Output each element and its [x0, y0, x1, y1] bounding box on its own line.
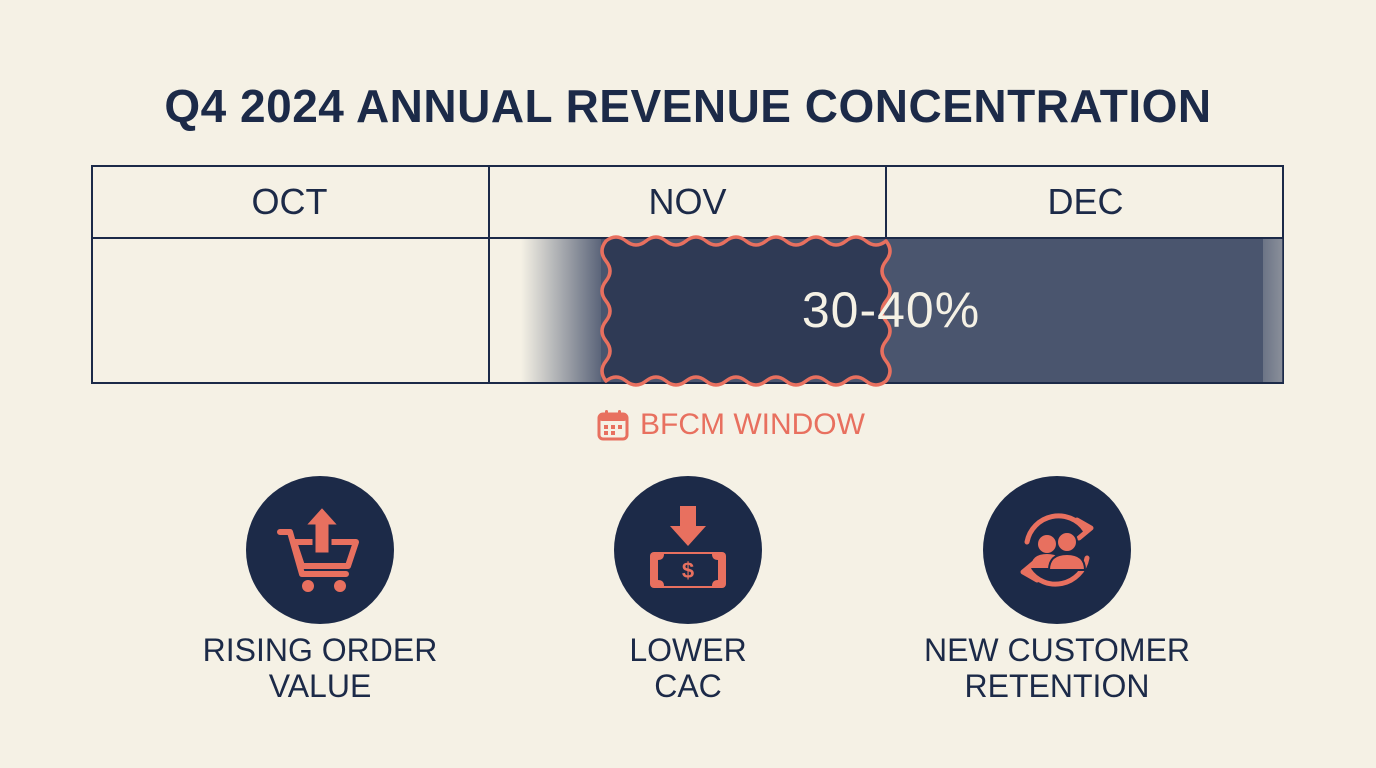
cart-up-arrow-icon: [277, 503, 359, 592]
month-oct: OCT: [251, 181, 328, 222]
driver-new-customer-retention: NEW CUSTOMER RETENTION: [907, 476, 1207, 704]
month-nov: NOV: [648, 181, 727, 222]
divider-nov-dec: [885, 165, 887, 239]
svg-text:$: $: [682, 558, 694, 583]
bfcm-window-caption: BFCM WINDOW: [596, 408, 865, 442]
page-title: Q4 2024 ANNUAL REVENUE CONCENTRATION: [164, 80, 1212, 132]
peak-share-label: 30-40%: [801, 282, 981, 338]
bfcm-window-label: BFCM WINDOW: [640, 408, 865, 441]
money-down-arrow-icon: $: [650, 506, 726, 588]
driver-rising-order-value: RISING ORDER VALUE: [170, 476, 470, 704]
driver-label: RISING ORDER VALUE: [202, 632, 438, 704]
bfcm-window-highlight: [600, 235, 892, 387]
driver-icon-circle: [246, 476, 394, 624]
band-fade-left: [521, 239, 601, 382]
divider-oct-nov: [488, 165, 490, 384]
driver-lower-cac: $ LOWER CAC: [538, 476, 838, 704]
q4-timeline: OCT NOV DEC 30-40%: [91, 165, 1284, 387]
calendar-icon: [597, 410, 629, 441]
driver-label: LOWER CAC: [629, 632, 747, 704]
users-cycle-icon: [1020, 513, 1094, 587]
timeline-frame: [91, 165, 1284, 384]
driver-label: NEW CUSTOMER RETENTION: [923, 632, 1191, 704]
driver-icon-circle: $: [614, 476, 762, 624]
month-dec: DEC: [1047, 181, 1124, 222]
driver-icon-circle: [983, 476, 1131, 624]
band-fade-right: [1263, 239, 1283, 382]
